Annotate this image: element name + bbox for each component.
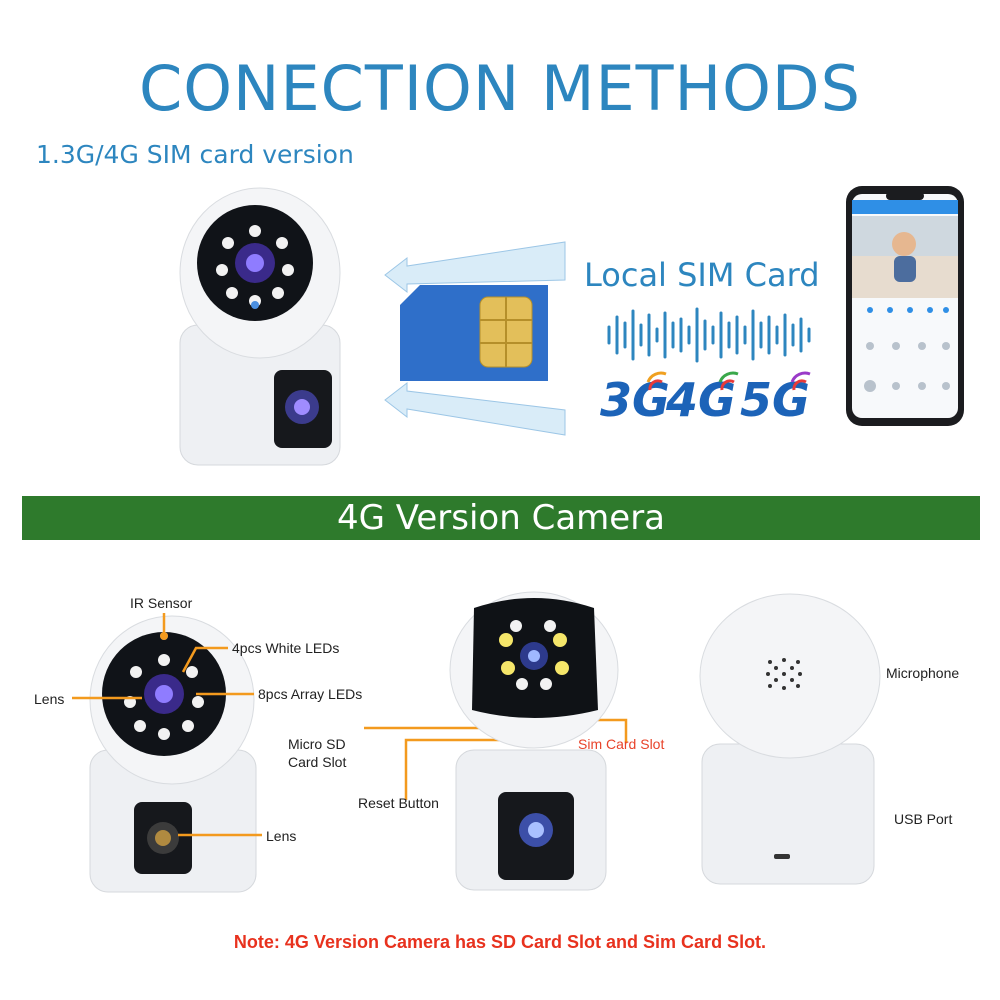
callout-microphone: Microphone	[886, 665, 960, 681]
camera-top-illustration	[179, 187, 341, 466]
soundwave-icon	[607, 307, 811, 363]
callout-micro-sd-line2: Card Slot	[288, 754, 347, 770]
footer-note: Note: 4G Version Camera has SD Card Slot…	[233, 932, 767, 952]
section-banner	[22, 496, 980, 540]
local-sim-label: Local SIM Card	[584, 256, 820, 294]
signal-arrows	[384, 241, 566, 436]
callout-ir-sensor: IR Sensor	[130, 595, 193, 611]
camera-rear-illustration	[699, 593, 881, 885]
callout-white-leds: 4pcs White LEDs	[232, 640, 340, 656]
callout-lens-top: Lens	[34, 691, 65, 707]
smartphone-illustration	[846, 186, 964, 426]
callout-usb-port: USB Port	[894, 811, 953, 827]
wifi-signal-icons	[646, 371, 811, 391]
camera-side-illustration	[449, 591, 619, 891]
callout-reset-button: Reset Button	[358, 795, 439, 811]
callout-lens-bottom: Lens	[266, 828, 297, 844]
camera-front-illustration	[89, 615, 257, 893]
subtitle: 1.3G/4G SIM card version	[36, 140, 354, 169]
callout-array-leds: 8pcs Array LEDs	[258, 686, 363, 702]
callout-micro-sd-line1: Micro SD	[288, 736, 346, 752]
page-title: CONECTION METHODS	[138, 52, 862, 125]
sim-card-icon	[400, 285, 548, 381]
callout-sim-slot: Sim Card Slot	[578, 736, 665, 752]
section-banner-title: 4G Version Camera	[336, 498, 666, 538]
